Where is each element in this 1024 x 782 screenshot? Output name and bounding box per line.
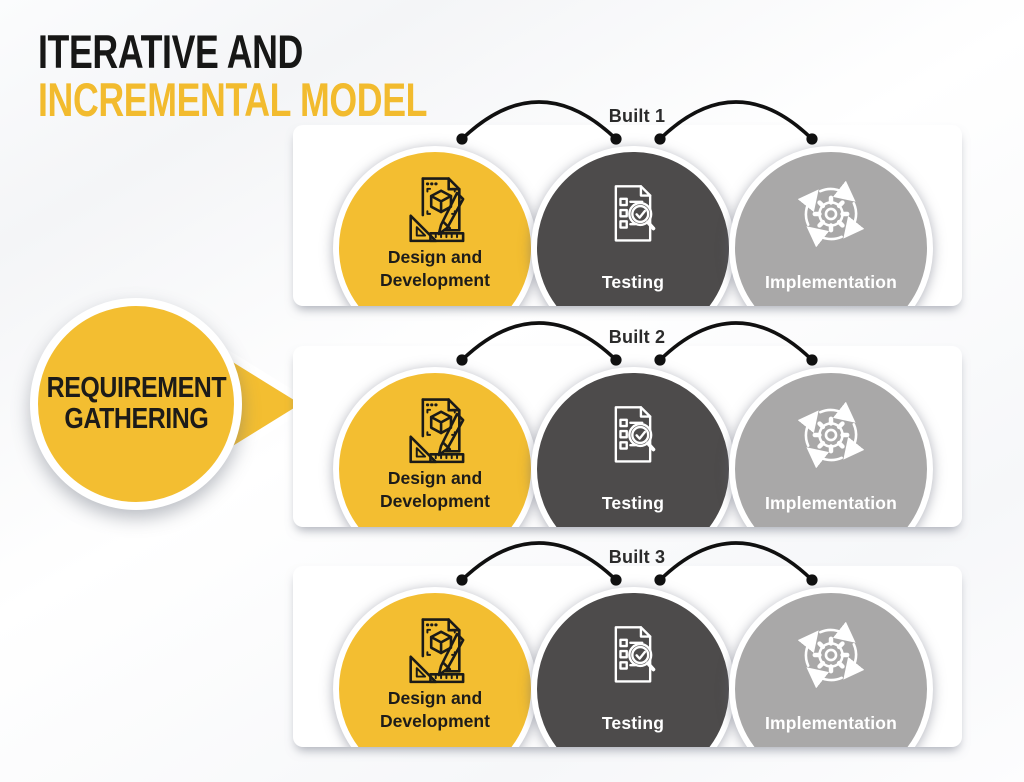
stage-band: Design and Development Testing Implement… xyxy=(293,125,962,306)
implementation-icon xyxy=(795,399,867,471)
stage-implementation: Implementation xyxy=(729,146,933,306)
stage-band: Design and Development Testing Implement… xyxy=(293,346,962,527)
stage-label: Design and Development xyxy=(380,247,490,291)
stage-label: Implementation xyxy=(764,272,898,292)
stage-testing: Testing xyxy=(531,146,735,306)
implementation-icon xyxy=(795,619,867,691)
build-row-2: Built 2 Design and Development Testing I… xyxy=(0,306,1024,527)
implementation-icon xyxy=(795,178,867,250)
build-row-3: Built 3 Design and Development Testing I… xyxy=(0,526,1024,747)
stage-band: Design and Development Testing Implement… xyxy=(293,566,962,747)
title-line-1: ITERATIVE AND xyxy=(38,25,303,78)
testing-icon xyxy=(600,402,666,468)
stage-design-development: Design and Development xyxy=(333,367,537,527)
connector-arcs xyxy=(456,321,818,366)
design-development-icon xyxy=(397,174,473,250)
stage-design-development: Design and Development xyxy=(333,587,537,747)
stage-implementation: Implementation xyxy=(729,367,933,527)
title-line-2: INCREMENTAL MODEL xyxy=(38,73,428,127)
page-title: ITERATIVE AND INCREMENTAL MODEL xyxy=(38,25,550,127)
build-row-1: Built 1 Design and Development Testing I… xyxy=(0,85,1024,306)
stage-label: Design and Development xyxy=(380,468,490,512)
stage-label: Design and Development xyxy=(380,688,490,732)
build-label: Built 3 xyxy=(608,547,666,567)
design-development-icon xyxy=(397,395,473,471)
testing-icon xyxy=(600,181,666,247)
stage-label: Testing xyxy=(601,493,665,513)
stage-label: Testing xyxy=(601,272,665,292)
connector-arcs xyxy=(456,100,818,145)
stage-implementation: Implementation xyxy=(729,587,933,747)
design-development-icon xyxy=(397,615,473,691)
requirement-gathering-bubble: REQUIREMENT GATHERING xyxy=(30,298,242,510)
testing-icon xyxy=(600,622,666,688)
build-label: Built 1 xyxy=(608,106,666,126)
stage-testing: Testing xyxy=(531,587,735,747)
stage-label: Implementation xyxy=(764,493,898,513)
stage-label: Testing xyxy=(601,713,665,733)
connector-arcs xyxy=(456,541,818,586)
stage-testing: Testing xyxy=(531,367,735,527)
stage-label: Implementation xyxy=(764,713,898,733)
build-label: Built 2 xyxy=(608,327,666,347)
requirement-gathering-label: REQUIREMENT GATHERING xyxy=(46,372,226,435)
stage-design-development: Design and Development xyxy=(333,146,537,306)
